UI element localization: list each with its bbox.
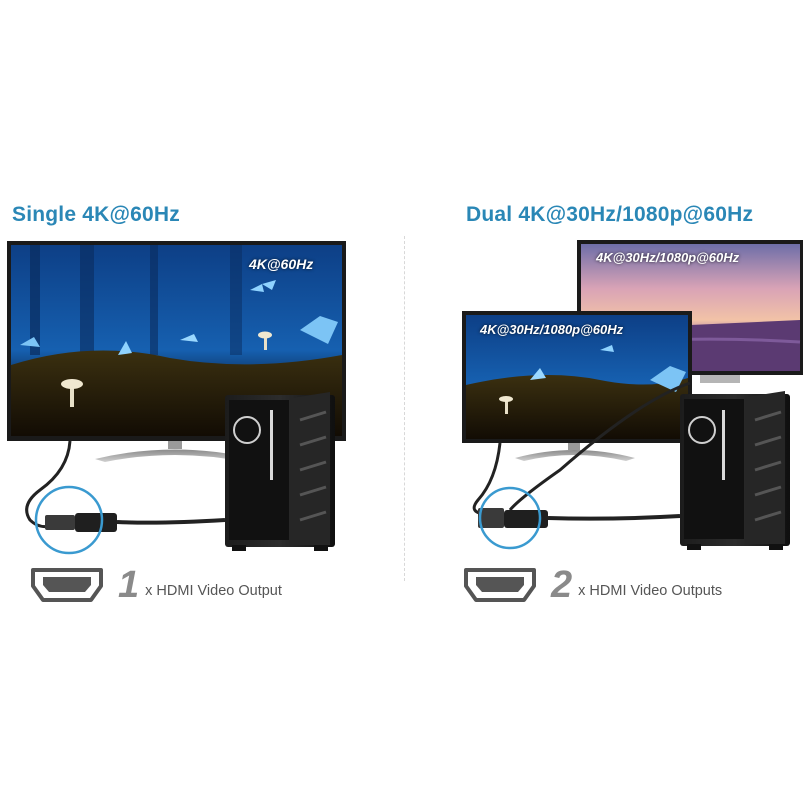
left-pc-tower <box>225 392 335 551</box>
panel-divider <box>404 236 405 581</box>
left-output-count: 1 <box>118 564 140 606</box>
left-cable <box>25 440 226 555</box>
left-monitor-label: 4K@60Hz <box>249 256 314 272</box>
right-heading: Dual 4K@30Hz/1080p@60Hz <box>466 203 754 226</box>
highlight-circle-right <box>478 486 542 550</box>
left-output-row: 1 x HDMI Video Output <box>30 566 282 604</box>
right-pc-tower <box>680 391 790 550</box>
right-output-text: x HDMI Video Outputs <box>578 583 723 599</box>
left-output-text: x HDMI Video Output <box>145 583 282 599</box>
right-output-count: 2 <box>551 564 573 606</box>
right-cables <box>472 381 691 550</box>
right-front-monitor-label: 4K@30Hz/1080p@60Hz <box>480 322 624 337</box>
left-monitor <box>7 241 346 462</box>
right-back-monitor-label: 4K@30Hz/1080p@60Hz <box>596 250 740 265</box>
hdmi-port-icon <box>464 568 536 602</box>
highlight-circle-left <box>34 485 104 555</box>
hdmi-port-icon <box>31 568 103 602</box>
right-monitor-front <box>462 311 692 461</box>
left-heading: Single 4K@60Hz <box>12 203 180 226</box>
right-output-row: 2 x HDMI Video Outputs <box>463 566 722 604</box>
